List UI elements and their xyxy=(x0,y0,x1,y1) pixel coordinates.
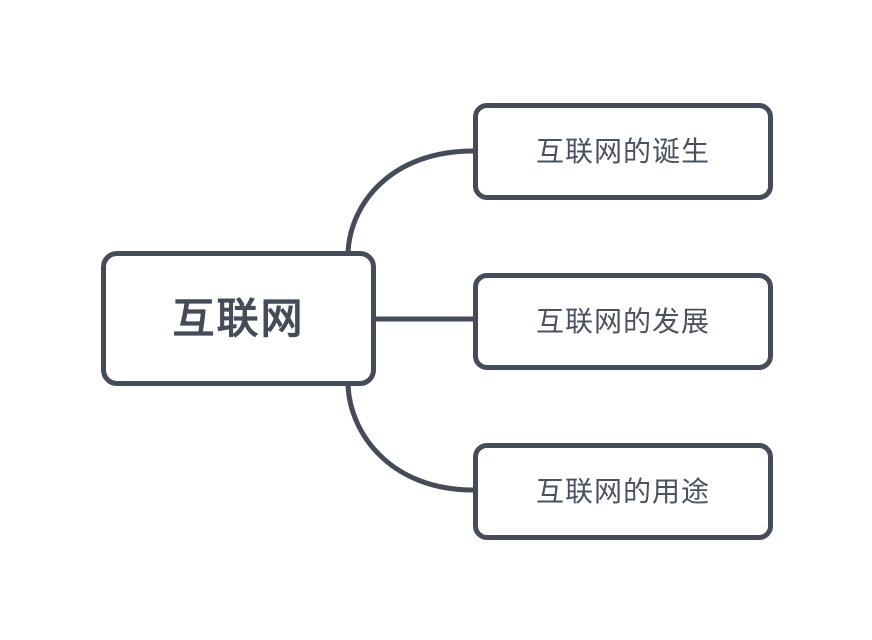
child-node-label: 互联网的诞生 xyxy=(535,135,710,167)
connector-root-to-child-1 xyxy=(345,148,476,256)
mindmap-child-node-uses[interactable]: 互联网的用途 xyxy=(473,443,773,540)
mindmap-child-node-birth[interactable]: 互联网的诞生 xyxy=(473,103,773,200)
mindmap-root-node[interactable]: 互联网 xyxy=(101,251,376,386)
connector-root-to-child-3 xyxy=(345,382,476,493)
child-node-label: 互联网的用途 xyxy=(535,475,710,507)
child-node-label: 互联网的发展 xyxy=(535,305,710,337)
mindmap-child-node-development[interactable]: 互联网的发展 xyxy=(473,273,773,370)
root-node-label: 互联网 xyxy=(172,294,305,342)
